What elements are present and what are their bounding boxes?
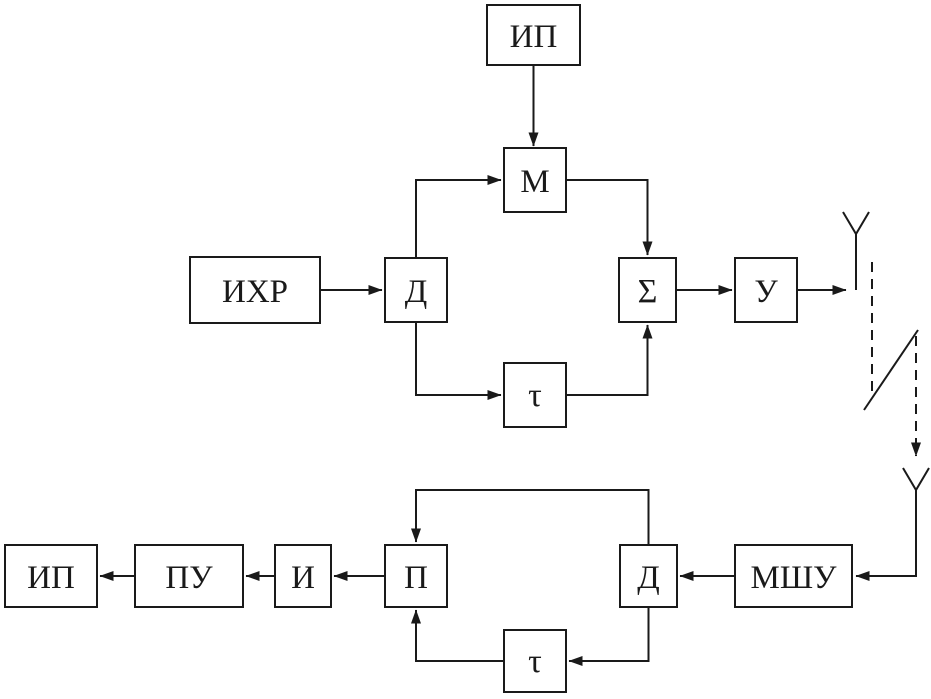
rx-antenna-arms xyxy=(902,467,930,492)
block-rx-pu-box xyxy=(134,544,244,608)
block-rx-multiplier: П xyxy=(384,544,448,608)
block-tx-summer: Σ xyxy=(618,257,677,323)
block-tx-modulator: М xyxy=(503,147,567,213)
block-tx-amplifier-label: У xyxy=(754,274,778,310)
block-rx-mshu-label: МШУ xyxy=(751,560,838,596)
tx-antenna-arms xyxy=(842,211,870,236)
block-tx-ip-box xyxy=(486,4,581,66)
block-tx-ihr: ИХР xyxy=(189,256,321,324)
connector-divider-to-delay xyxy=(415,322,502,400)
block-tx-divider: Д xyxy=(384,257,448,323)
block-tx-delay-label: τ xyxy=(528,377,542,414)
block-tx-ip: ИП xyxy=(486,4,581,66)
block-tx-summer-box xyxy=(618,257,677,323)
block-tx-divider-label: Д xyxy=(405,274,428,310)
connector-delay-to-multiplier-rx xyxy=(411,609,504,662)
block-rx-delay-box xyxy=(503,629,567,693)
block-rx-divider: Д xyxy=(619,544,678,608)
block-tx-summer-label: Σ xyxy=(638,273,658,310)
block-tx-amplifier-box xyxy=(734,257,798,323)
block-rx-mshu: МШУ xyxy=(734,544,853,608)
block-rx-ip-label: ИП xyxy=(27,560,75,596)
block-tx-ihr-box xyxy=(189,256,321,324)
block-rx-integrator: И xyxy=(274,544,332,608)
block-rx-pu: ПУ xyxy=(134,544,244,608)
radio-link-slash xyxy=(863,329,919,411)
block-rx-multiplier-box xyxy=(384,544,448,608)
connector-divider-to-delay-rx xyxy=(568,607,650,666)
block-rx-divider-box xyxy=(619,544,678,608)
block-rx-ip: ИП xyxy=(4,544,98,608)
block-tx-modulator-label: М xyxy=(520,164,549,200)
connector-delay-to-summer xyxy=(566,324,653,396)
receive-antenna-icon xyxy=(855,467,930,581)
block-rx-ip-box xyxy=(4,544,98,608)
block-tx-ihr-label: ИХР xyxy=(222,274,288,310)
block-rx-delay-label: τ xyxy=(528,643,542,680)
connector-modulator-to-summer xyxy=(566,179,653,256)
block-tx-delay-box xyxy=(503,362,567,428)
block-rx-mshu-box xyxy=(734,544,853,608)
block-rx-integrator-label: И xyxy=(291,560,315,596)
block-tx-modulator-box xyxy=(503,147,567,213)
rx-antenna-feed xyxy=(855,490,917,581)
radio-link-path xyxy=(863,262,921,457)
connector-divider-to-multiplier-top xyxy=(411,489,650,545)
block-tx-divider-box xyxy=(384,257,448,323)
connector-divider-to-modulator xyxy=(415,175,502,258)
block-tx-ip-label: ИП xyxy=(510,19,558,55)
block-rx-multiplier-label: П xyxy=(404,560,428,596)
block-rx-pu-label: ПУ xyxy=(165,560,213,596)
block-rx-integrator-box xyxy=(274,544,332,608)
transmit-antenna-icon xyxy=(842,211,870,290)
block-tx-amplifier: У xyxy=(734,257,798,323)
block-tx-delay: τ xyxy=(503,362,567,428)
block-rx-divider-label: Д xyxy=(637,560,660,596)
block-rx-delay: τ xyxy=(503,629,567,693)
